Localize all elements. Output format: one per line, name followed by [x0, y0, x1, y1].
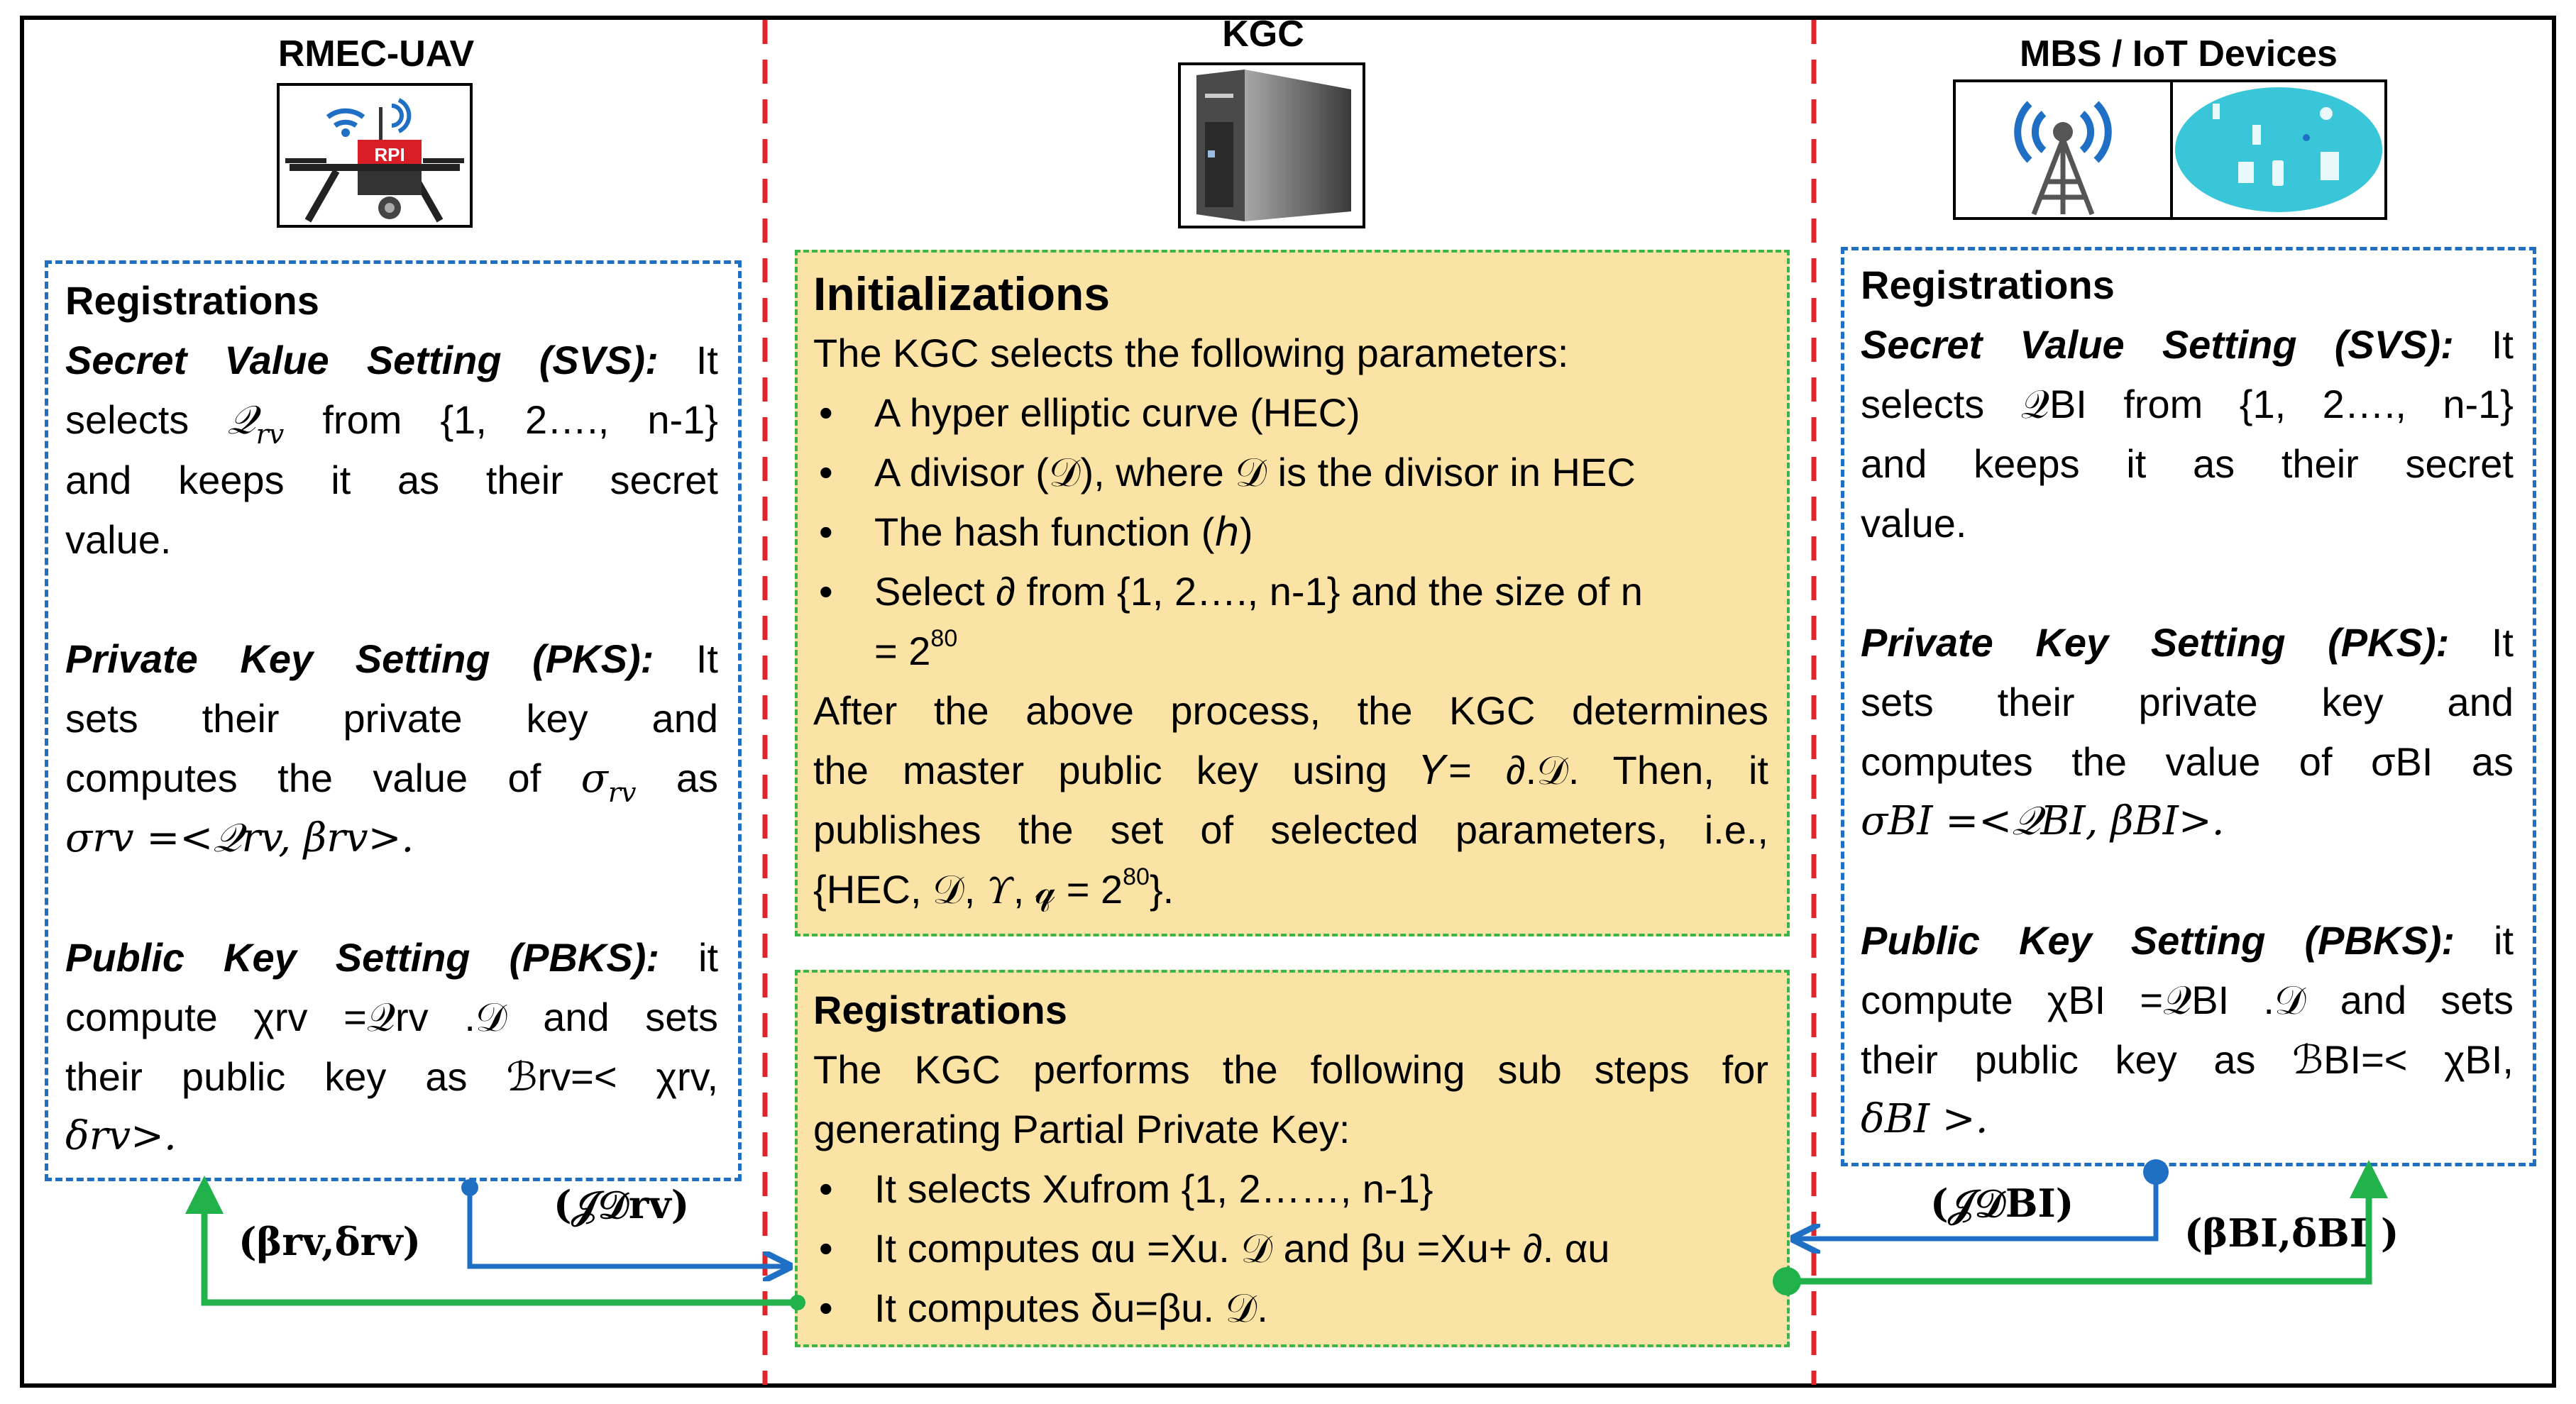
- arrow-right-blue-dot: [2143, 1159, 2169, 1185]
- right-pbks-public: their public key as ℬBI=< χBI,: [1861, 1037, 2514, 1082]
- arrow-right-blue: [1795, 1172, 2159, 1239]
- left-pbks-label: Public Key Setting (PBKS):: [65, 935, 660, 980]
- left-svs-label: Secret Value Setting (SVS):: [65, 338, 659, 382]
- left-pks-sets: sets their private key and: [65, 696, 718, 741]
- kgc-reg-intro-2: generating Partial Private Key:: [813, 1107, 1350, 1151]
- right-svs-keeps: and keeps it as their secret: [1861, 441, 2514, 486]
- left-svs-value: value.: [65, 517, 172, 562]
- right-svs-it: It: [2491, 322, 2514, 367]
- right-pbks-delta: δBI >.: [1861, 1096, 1988, 1142]
- right-svs-selects: selects 𝒬BI from {1, 2…., n-1}: [1861, 382, 2514, 426]
- label-right-blue: (𝒥𝒟BI): [1930, 1181, 2074, 1226]
- left-svs-range: from {1, 2…., n-1}: [322, 397, 718, 442]
- server-icon: [1178, 62, 1365, 228]
- arrow-left-blue: [467, 1188, 788, 1266]
- tower-icon: [1953, 79, 2173, 220]
- title-rmec-uav: RMEC-UAV: [277, 33, 475, 74]
- diagram-frame: [20, 16, 2556, 1388]
- right-registrations-text: Registrations Secret Value Setting (SVS)…: [1861, 255, 2514, 1149]
- kgc-reg-bullet-3: It computes δu=βu. 𝒟.: [813, 1278, 1768, 1338]
- init-para-4-exp: 80: [1123, 863, 1150, 890]
- right-pbks-it: it: [2494, 918, 2514, 963]
- kgc-reg-bullet-2: It computes αu =Xu. 𝒟 and βu =Xu+ ∂. αu: [813, 1219, 1768, 1278]
- init-bullet-4-cont: = 2: [874, 629, 931, 673]
- left-pks-label: Private Key Setting (PKS):: [65, 636, 654, 681]
- init-bullet-3: The hash function (ℎ): [813, 502, 1768, 562]
- init-intro: The KGC selects the following parameters…: [813, 331, 1569, 375]
- right-pks-sets: sets their private key and: [1861, 680, 2514, 724]
- init-para-2: the master public key using 𝛶= ∂.𝒟. Then…: [813, 748, 1768, 792]
- arrow-right-green-dot: [1773, 1267, 1801, 1295]
- init-bullets: A hyper elliptic curve (HEC) A divisor (…: [813, 383, 1768, 621]
- init-para-4: {HEC, 𝒟, 𝛶, 𝓆 = 2: [813, 867, 1123, 912]
- right-pbks-compute: compute χBI =𝒬BI .𝒟 and sets: [1861, 978, 2514, 1022]
- left-pbks-public: their public key as ℬrv=< χrv,: [65, 1054, 718, 1099]
- drone-icon: RPI: [277, 83, 473, 228]
- init-bullet-1: A hyper elliptic curve (HEC): [813, 383, 1768, 443]
- right-pks-formula: σBI =<𝒬BI, βBI>.: [1861, 798, 2225, 844]
- right-registrations-box: [1841, 247, 2536, 1166]
- title-mbs-iot: MBS / IoT Devices: [2020, 33, 2338, 74]
- left-registrations-text: Registrations Secret Value Setting (SVS)…: [65, 271, 718, 1166]
- kgc-reg-bullet-1: It selects Xufrom {1, 2……, n-1}: [813, 1159, 1768, 1219]
- initializations-text: Initializations The KGC selects the foll…: [813, 264, 1768, 919]
- right-pks-computes: computes the value of σBI as: [1861, 739, 2514, 784]
- arrow-right-green: [1787, 1160, 2388, 1285]
- right-pbks-label: Public Key Setting (PBKS):: [1861, 918, 2455, 963]
- arrow-left-blue-dot: [461, 1179, 478, 1196]
- left-pks-sigma: σ: [580, 756, 608, 802]
- right-pks-it: It: [2491, 620, 2514, 665]
- left-pbks-it: it: [698, 935, 718, 980]
- rpi-label: RPI: [374, 144, 404, 165]
- left-pbks-compute: compute χrv =𝒬rv .𝒟 and sets: [65, 995, 718, 1039]
- iot-devices-icon: [2170, 79, 2387, 220]
- kgc-reg-intro-1: The KGC performs the following sub steps…: [813, 1047, 1768, 1092]
- init-bullet-4: Select ∂ from {1, 2…., n-1} and the size…: [813, 562, 1768, 621]
- left-pks-as: as: [676, 756, 719, 800]
- left-pks-it: It: [695, 636, 718, 681]
- right-pks-label: Private Key Setting (PKS):: [1861, 620, 2450, 665]
- left-pks-sub: rv: [607, 777, 637, 808]
- left-pks-formula: σrv =<𝒬rv, βrv>.: [65, 815, 414, 861]
- kgc-registrations-text: Registrations The KGC performs the follo…: [813, 980, 1768, 1338]
- arrow-left-green: [185, 1176, 798, 1306]
- init-para-1: After the above process, the KGC determi…: [813, 688, 1768, 733]
- title-kgc: KGC: [1222, 13, 1304, 55]
- left-svs-var: 𝒬: [227, 397, 256, 443]
- right-heading: Registrations: [1861, 262, 2115, 307]
- init-para-3: publishes the set of selected parameters…: [813, 807, 1768, 852]
- label-left-green: (βrv,δrv): [238, 1219, 422, 1264]
- left-pks-computes: computes the value of: [65, 756, 541, 800]
- init-para-4-end: }.: [1149, 867, 1174, 912]
- left-svs-selects: selects: [65, 397, 189, 442]
- init-heading: Initializations: [813, 267, 1111, 320]
- left-svs-sub: rv: [255, 419, 285, 450]
- kgc-reg-bullets: It selects Xufrom {1, 2……, n-1} It compu…: [813, 1159, 1768, 1338]
- right-svs-label: Secret Value Setting (SVS):: [1861, 322, 2454, 367]
- left-registrations-box: [45, 260, 742, 1181]
- arrow-left-green-dot: [790, 1295, 805, 1310]
- label-right-green: (βBI,δBI ): [2184, 1210, 2399, 1256]
- label-left-blue: (𝒥𝒟rv): [554, 1182, 690, 1227]
- right-svs-value: value.: [1861, 501, 1967, 546]
- kgc-reg-heading: Registrations: [813, 988, 1067, 1032]
- init-bullet-2: A divisor (𝒟), where 𝒟 is the divisor in…: [813, 443, 1768, 502]
- left-pbks-delta: δrv>.: [65, 1113, 177, 1159]
- left-svs-it: It: [695, 338, 718, 382]
- init-exp-80: 80: [930, 625, 958, 652]
- left-heading: Registrations: [65, 278, 319, 323]
- left-svs-keeps: and keeps it as their secret: [65, 458, 718, 502]
